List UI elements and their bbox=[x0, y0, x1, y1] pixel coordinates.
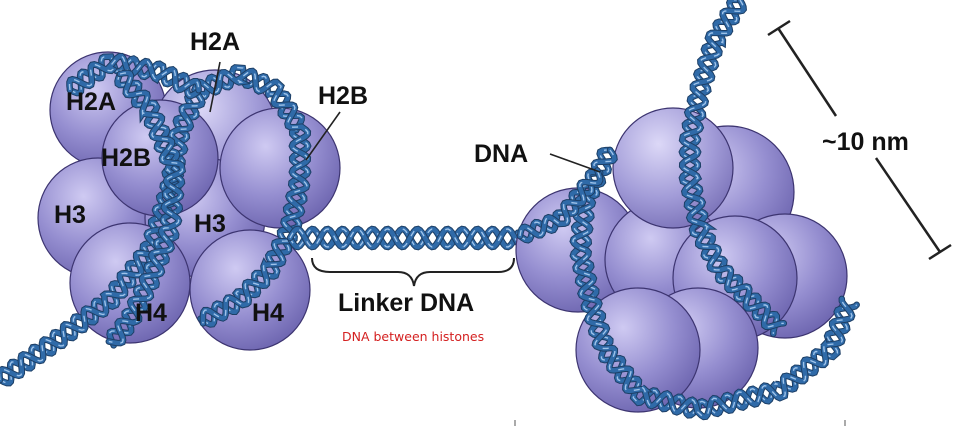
label-h2b-inner: H2B bbox=[101, 144, 152, 172]
histone-h4-right bbox=[189, 229, 311, 351]
right-wrap-b-strand-2-highlight bbox=[572, 149, 853, 418]
histone-right-bottom bbox=[575, 287, 701, 413]
right-wrap-c-strand-1-highlight bbox=[519, 171, 601, 241]
leader-lines bbox=[209, 61, 601, 173]
linker-bracket bbox=[311, 257, 515, 287]
left-wrap-a-strand-2-highlight bbox=[0, 70, 309, 380]
leader-dna bbox=[549, 153, 601, 173]
label-scale-10nm: ~10 nm bbox=[822, 128, 909, 156]
scale-bar bbox=[767, 19, 952, 261]
label-dna: DNA bbox=[474, 140, 529, 168]
note-dna-between-histones: DNA between histones bbox=[342, 329, 485, 344]
label-h3-center: H3 bbox=[194, 210, 226, 238]
histone-h2b-right bbox=[219, 107, 341, 229]
right-nucleosome bbox=[515, 0, 860, 421]
bottom-ticks bbox=[514, 420, 846, 426]
linker-dna-helix bbox=[286, 225, 522, 251]
scale-tick-top bbox=[767, 19, 791, 37]
histone-right-top bbox=[612, 107, 734, 229]
leader-h2b bbox=[305, 111, 341, 161]
right-dna-wrap bbox=[516, 0, 860, 421]
left-wrap-c-strand-2-highlight bbox=[108, 72, 184, 344]
left-wrap-a-strand-1-highlight bbox=[0, 66, 309, 384]
label-linker-dna: Linker DNA bbox=[338, 289, 475, 317]
left-dna-wrap bbox=[0, 52, 312, 387]
scale-tick-bottom bbox=[928, 243, 952, 261]
scale-line-lower bbox=[874, 157, 942, 253]
right-wrap-c-strand-2 bbox=[517, 168, 603, 239]
scale-line-upper bbox=[776, 27, 838, 117]
label-h2b-right: H2B bbox=[318, 82, 369, 110]
linker-dna-strand-1-highlight bbox=[289, 228, 519, 248]
label-h2a-top: H2A bbox=[190, 28, 241, 56]
label-h2a-left: H2A bbox=[66, 88, 117, 116]
label-h4-right: H4 bbox=[252, 299, 284, 327]
label-h4-left: H4 bbox=[135, 299, 167, 327]
right-wrap-b-strand-1-highlight bbox=[572, 149, 858, 417]
right-wrap-a-strand-2-highlight bbox=[681, 0, 784, 328]
left-nucleosome bbox=[0, 51, 341, 387]
label-h3-left: H3 bbox=[54, 201, 86, 229]
leader-h2a bbox=[209, 61, 221, 113]
linker-dna-strand-2-highlight bbox=[289, 228, 519, 248]
